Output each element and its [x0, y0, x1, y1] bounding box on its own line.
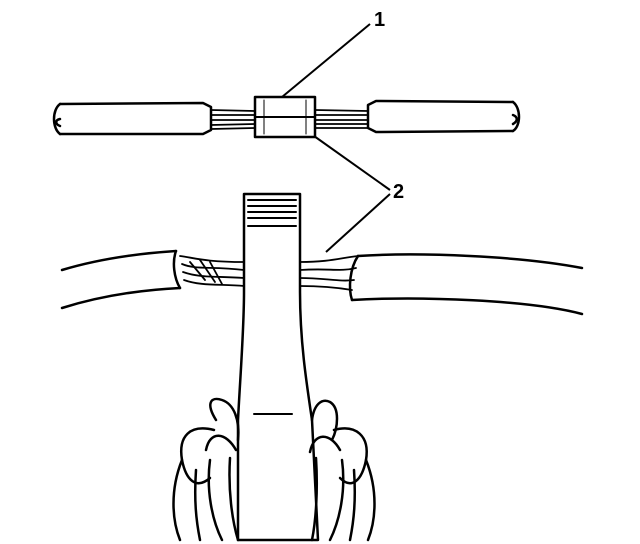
crimp-assembly [60, 192, 584, 542]
left-curved-wire [60, 249, 182, 310]
tool-right-body [308, 399, 376, 542]
callout-label-2: 2 [393, 181, 404, 203]
left-wire-insulation [52, 101, 213, 136]
right-curved-wire [348, 253, 584, 316]
callout-leaders [281, 23, 391, 253]
crimp-tool [236, 192, 320, 542]
splice-sleeve [253, 95, 317, 139]
left-crimp-strands [179, 255, 245, 287]
right-exposed-strands [314, 109, 369, 129]
right-wire-insulation [366, 99, 521, 134]
top-splice-assembly [52, 95, 521, 139]
callout-label-1: 1 [374, 9, 385, 31]
tool-left-body [172, 397, 240, 542]
leader-line-2-upper [313, 135, 391, 191]
leader-line-1 [281, 23, 371, 98]
leader-line-2-lower [325, 193, 391, 253]
left-exposed-strands [210, 109, 257, 130]
